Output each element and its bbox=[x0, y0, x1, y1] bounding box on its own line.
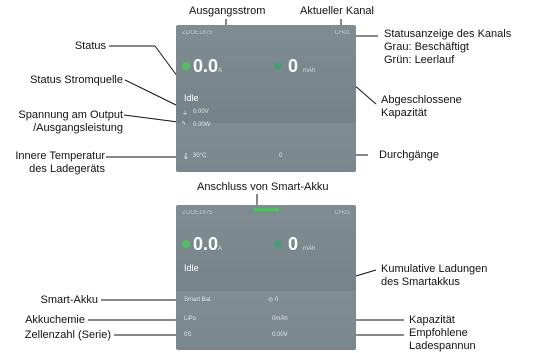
label-status: Status bbox=[74, 40, 106, 52]
capacity-indicator-dot bbox=[274, 240, 282, 248]
smart-battery-connection-indicator bbox=[253, 208, 279, 211]
capacity-readout: 0 mAh bbox=[288, 56, 316, 76]
capacity-indicator-dot bbox=[274, 62, 282, 70]
capacity-unit: mAh bbox=[303, 68, 316, 74]
label-empfohlene-2: Ladespannun bbox=[409, 340, 476, 352]
status-text: Idle bbox=[184, 263, 199, 273]
battery-capacity-value: 0mAh bbox=[272, 316, 288, 322]
label-aktueller-kanal: Aktueller Kanal bbox=[300, 5, 374, 17]
label-smart-akku: Smart-Akku bbox=[40, 294, 98, 306]
lightning-icon: ϟ bbox=[182, 121, 186, 127]
current-unit: A bbox=[218, 68, 223, 74]
cumulative-cycles-value: ◎ 0 bbox=[268, 297, 279, 303]
plug-icon: ⏚ bbox=[182, 111, 189, 117]
capacity-readout: 0 mAh bbox=[288, 234, 316, 254]
temperature-value: 30°C bbox=[193, 153, 207, 159]
label-kumulative-2: des Smartakkus bbox=[381, 276, 460, 288]
capacity-unit: mAh bbox=[303, 246, 316, 252]
label-abgeschlossene-kapazitaet-1: Abgeschlossene bbox=[381, 94, 462, 106]
label-kapazitaet: Kapazität bbox=[409, 314, 455, 326]
label-stromquelle: Status Stromquelle bbox=[30, 74, 123, 86]
leader-stromquelle bbox=[124, 79, 177, 106]
power-value: 0.00W bbox=[193, 122, 211, 128]
label-kanal-status-3: Grün: Leerlauf bbox=[384, 54, 455, 66]
output-indicator-dot bbox=[182, 240, 190, 248]
label-innere-temp-2: des Ladegeräts bbox=[29, 163, 105, 175]
smart-battery-value: Smart Bat bbox=[184, 297, 211, 303]
cycle-icon: ◎ bbox=[268, 297, 275, 303]
label-spannung-2: /Ausgangsleistung bbox=[33, 122, 123, 134]
charger-screen-smart-battery: ZOOE1875 CH01 0.0A 0 mAh Idle Smart Bat … bbox=[176, 205, 356, 350]
label-akkuchemie: Akkuchemie bbox=[25, 314, 85, 326]
battery-chemistry-value: LiPo bbox=[184, 316, 197, 322]
label-kanal-status-1: Statusanzeige des Kanals bbox=[384, 28, 512, 40]
label-empfohlene-1: Empfohlene bbox=[409, 327, 468, 339]
header-channel: CH01 bbox=[334, 210, 350, 216]
header-channel: CH01 bbox=[334, 30, 350, 36]
label-spannung-1: Spannung am Output bbox=[18, 109, 123, 121]
current-readout: 0.0A bbox=[193, 56, 223, 76]
thermometer-icon: 🌡︎ bbox=[182, 154, 190, 160]
voltage-value: 0.00V bbox=[193, 109, 209, 115]
label-anschluss-smart-akku: Anschluss von Smart-Akku bbox=[197, 181, 329, 193]
label-durchgaenge: Durchgänge bbox=[379, 149, 439, 161]
charger-screen-status: ZOOE1875 CH01 0.0A 0 mAh Idle ⏚ 0.00V ϟ … bbox=[176, 25, 356, 172]
header-model: ZOOE1875 bbox=[182, 210, 213, 216]
cycles-value: 0 bbox=[279, 153, 283, 159]
current-unit: A bbox=[218, 246, 223, 252]
label-innere-temp-1: Innere Temperatur bbox=[15, 150, 105, 162]
label-kumulative-1: Kumulative Ladungen bbox=[381, 263, 488, 275]
leader-spannung bbox=[123, 114, 179, 123]
label-abgeschlossene-kapazitaet-2: Kapazität bbox=[381, 107, 427, 119]
status-text: Idle bbox=[184, 93, 199, 103]
label-kanal-status-2: Grau: Beschäftigt bbox=[384, 41, 469, 53]
current-readout: 0.0A bbox=[193, 234, 223, 254]
label-zellenzahl: Zellenzahl (Serie) bbox=[24, 329, 111, 341]
header-model: ZOOE1875 bbox=[182, 30, 213, 36]
recommended-voltage-value: 0.00V bbox=[272, 332, 288, 338]
label-ausgangsstrom: Ausgangsstrom bbox=[189, 5, 266, 17]
output-indicator-dot bbox=[182, 62, 190, 70]
cell-count-value: 0S bbox=[184, 332, 192, 338]
